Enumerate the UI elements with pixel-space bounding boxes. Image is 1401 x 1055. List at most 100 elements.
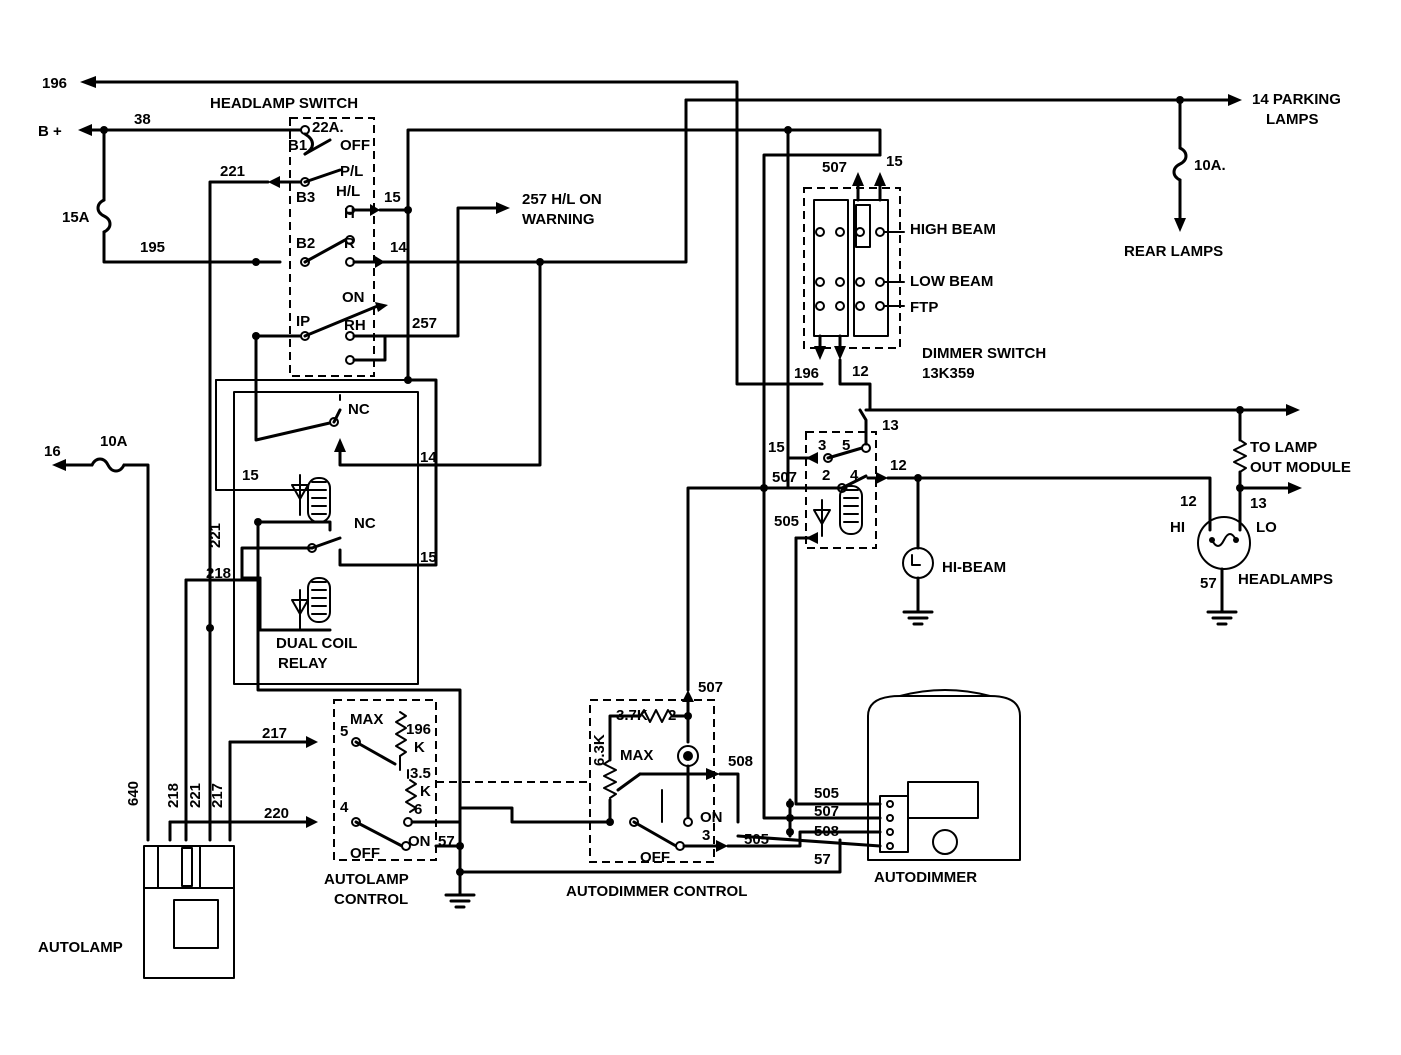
label-pin3-ad: 3 [702, 827, 710, 844]
wire-196-top [80, 76, 824, 386]
label-autolamp-control-1: AUTOLAMP [324, 871, 409, 888]
label-nc-bottom: NC [354, 515, 376, 532]
label-fuse-10a-right: 10A. [1194, 157, 1226, 174]
label-fuse-22a: 22A. [312, 119, 344, 136]
label-pin-5: 5 [842, 437, 850, 454]
label-507-pot: 507 [698, 679, 723, 696]
label-r: R [344, 235, 355, 252]
label-dual-coil-1: DUAL COIL [276, 635, 357, 652]
label-b-plus: B + [38, 123, 62, 140]
label-dimmer-switch-2: 13K359 [922, 365, 975, 382]
label-508-ad: 508 [814, 823, 839, 840]
label-k35-k: K [420, 783, 431, 800]
label-507-ad: 507 [814, 803, 839, 820]
label-autolamp-control-2: CONTROL [334, 891, 408, 908]
label-221-b: 221 [187, 783, 204, 808]
label-pin2-ad: 2 [668, 707, 676, 724]
label-pin-3: 3 [818, 437, 826, 454]
label-k196: 196 [406, 721, 431, 738]
headlamp-switch [268, 117, 388, 377]
label-off-al: OFF [350, 845, 380, 862]
label-rear-lamps: REAR LAMPS [1124, 243, 1223, 260]
label-hl-warning-1: 257 H/L ON [522, 191, 602, 208]
label-220-h: 220 [264, 805, 289, 822]
label-ip: IP [296, 313, 310, 330]
label-217-b: 217 [209, 783, 226, 808]
label-257: 257 [412, 315, 437, 332]
label-196-top: 196 [42, 75, 67, 92]
label-high-beam: HIGH BEAM [910, 221, 996, 238]
wire-505-508-to-autodimmer [726, 486, 882, 848]
autodimmer-control [589, 690, 740, 863]
label-196-dim: 196 [794, 365, 819, 382]
label-pl: P/L [340, 163, 363, 180]
label-14-r: 14 [390, 239, 407, 256]
label-15-hl: 15 [384, 189, 401, 206]
label-off: OFF [340, 137, 370, 154]
label-195: 195 [140, 239, 165, 256]
label-14-relay: 14 [420, 449, 437, 466]
label-hl-warning-2: WARNING [522, 211, 595, 228]
label-autodimmer: AUTODIMMER [874, 869, 977, 886]
relay-2 [786, 404, 1300, 549]
label-k196-k: K [414, 739, 425, 756]
label-507-rel2: 507 [772, 469, 797, 486]
label-on: ON [342, 289, 365, 306]
label-217-h: 217 [262, 725, 287, 742]
label-max-al: MAX [350, 711, 383, 728]
hi-beam-indicator [902, 476, 934, 626]
label-640: 640 [125, 781, 142, 806]
label-b3: B3 [296, 189, 315, 206]
label-pin-2: 2 [822, 467, 830, 484]
label-hi: HI [1170, 519, 1185, 536]
label-autolamp: AUTOLAMP [38, 939, 123, 956]
label-15-relay: 15 [242, 467, 259, 484]
label-to-lamp-2: OUT MODULE [1250, 459, 1351, 476]
label-off-ad: OFF [640, 849, 670, 866]
label-r63k: 6.3K [591, 734, 608, 766]
autodimmer-unit [867, 689, 1021, 861]
label-nc-top: NC [348, 401, 370, 418]
label-k35: 3.5 [410, 765, 431, 782]
label-218-v: 218 [206, 565, 231, 582]
label-221-b3: 221 [220, 163, 245, 180]
wire-14 [334, 258, 544, 467]
label-low-beam: LOW BEAM [910, 273, 993, 290]
label-12-dim: 12 [852, 363, 869, 380]
wire-16 [52, 457, 150, 842]
label-13-rel2: 13 [882, 417, 899, 434]
label-on-al: ON [408, 833, 431, 850]
wire-57-ground-left [444, 838, 842, 909]
label-dimmer-switch-1: DIMMER SWITCH [922, 345, 1046, 362]
label-hl: H/L [336, 183, 360, 200]
headlamps [1197, 408, 1302, 626]
wires-autolamp-verticals [168, 578, 318, 842]
label-fuse-10a-left: 10A [100, 433, 128, 450]
label-12-rel2: 12 [890, 457, 907, 474]
label-b2: B2 [296, 235, 315, 252]
label-13-hl: 13 [1250, 495, 1267, 512]
wire-257 [383, 202, 510, 338]
dual-coil-relay [215, 379, 462, 874]
label-dual-coil-2: RELAY [278, 655, 327, 672]
label-57-auto: 57 [438, 833, 455, 850]
label-pin4-al: 4 [340, 799, 349, 816]
wire-ip [252, 332, 339, 442]
label-to-lamp-1: TO LAMP [1250, 439, 1317, 456]
label-hi-beam: HI-BEAM [942, 559, 1006, 576]
label-pin5-al: 5 [340, 723, 348, 740]
label-on-ad: ON [700, 809, 723, 826]
label-507-dim: 507 [822, 159, 847, 176]
label-autodimmer-control: AUTODIMMER CONTROL [566, 883, 747, 900]
label-221-v: 221 [207, 523, 224, 548]
label-parking-lamps-1: 14 PARKING [1252, 91, 1341, 108]
label-505-pot: 505 [744, 831, 769, 848]
label-headlamps: HEADLAMPS [1238, 571, 1333, 588]
label-57-hl: 57 [1200, 575, 1217, 592]
component-labels: B + HEADLAMP SWITCH 15A 22A. B1 B3 B2 OF… [38, 91, 1351, 956]
autolamp-control [333, 699, 612, 861]
label-pin-4: 4 [850, 467, 859, 484]
label-12-hl: 12 [1180, 493, 1197, 510]
label-fuse-15a: 15A [62, 209, 90, 226]
autolamp-unit [143, 845, 235, 979]
